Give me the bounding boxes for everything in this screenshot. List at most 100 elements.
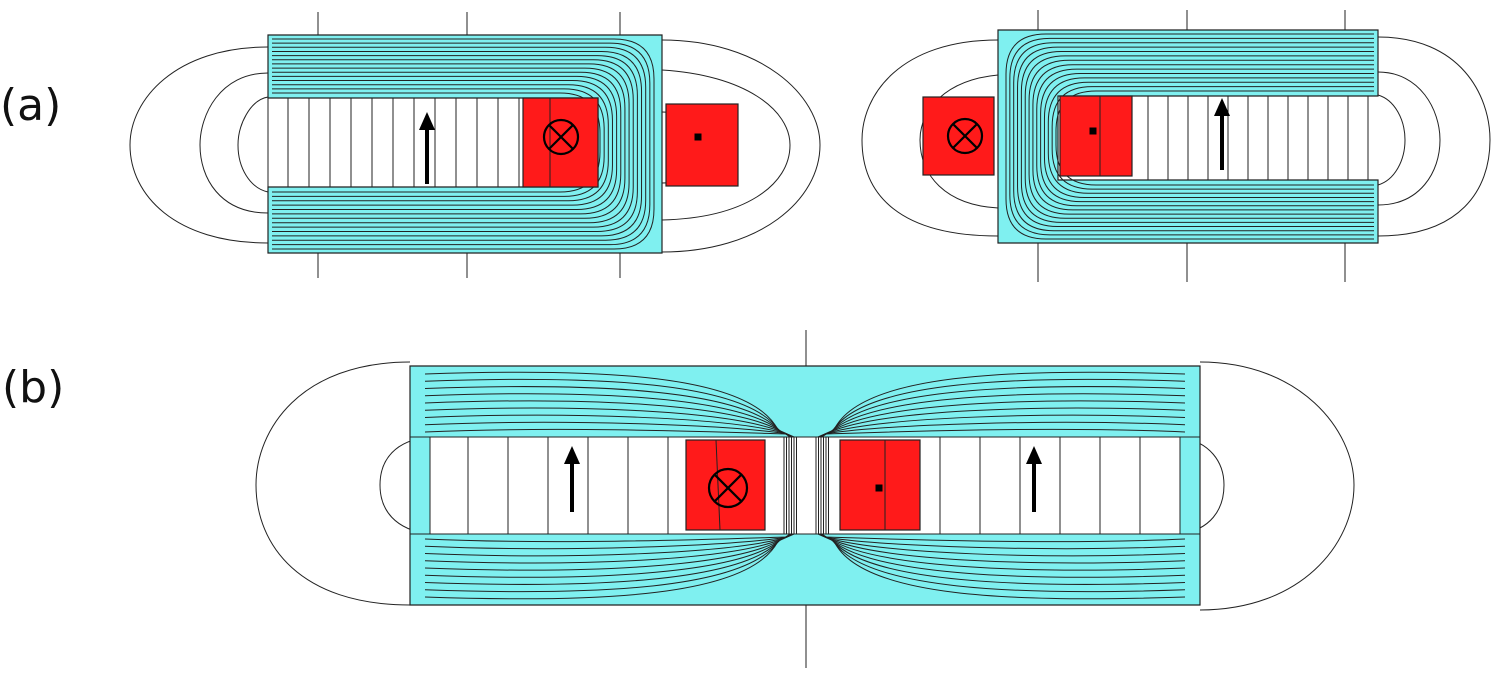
- coil-right-inner: [1059, 95, 1133, 177]
- field-line: [424, 414, 792, 438]
- field-line: [424, 533, 794, 585]
- cross-circle-ring: [707, 467, 749, 509]
- field-line: [1047, 81, 1374, 194]
- field-line: [424, 533, 795, 600]
- field-line: [1051, 86, 1374, 190]
- field-line: [272, 88, 605, 197]
- arrow-head: [564, 446, 580, 464]
- field-line: [272, 42, 651, 246]
- coil-field-line: [715, 439, 721, 531]
- field-line: [820, 414, 1186, 438]
- field-line: [1017, 46, 1374, 228]
- fringe-loop: [237, 96, 269, 193]
- field-line: [819, 533, 1186, 578]
- fringe-loop: [861, 39, 999, 237]
- panel-label-b: (b): [2, 362, 65, 413]
- field-line: [1013, 42, 1374, 232]
- cross-circle-icon: [542, 118, 580, 156]
- field-line: [424, 393, 793, 438]
- field-line: [1043, 77, 1374, 198]
- panel-b: [255, 330, 1355, 668]
- field-line: [272, 75, 618, 211]
- field-line: [820, 533, 1186, 564]
- field-line: [272, 55, 638, 232]
- field-line: [424, 533, 794, 593]
- dot-icon: [1089, 127, 1097, 135]
- magnetic-core-right: [997, 29, 1379, 244]
- field-line: [819, 400, 1186, 438]
- fringe-loop: [1199, 361, 1355, 611]
- field-line: [819, 533, 1186, 571]
- field-line: [1055, 90, 1374, 186]
- field-line: [818, 533, 1186, 593]
- field-line: [818, 386, 1186, 438]
- fringe-loop: [379, 436, 431, 535]
- field-line: [272, 80, 613, 206]
- field-line: [424, 533, 792, 564]
- field-line: [821, 428, 1186, 438]
- field-line: [272, 84, 609, 202]
- cross-circle-ring: [946, 117, 984, 155]
- cross-circle-icon: [946, 117, 984, 155]
- fringe-loop: [661, 69, 791, 221]
- field-line: [424, 386, 794, 438]
- coil-left-outer: [665, 103, 739, 187]
- panel-a: [129, 10, 1491, 282]
- up-arrow-icon: [419, 112, 435, 184]
- field-line: [1028, 59, 1374, 215]
- air-gap-slot: [429, 436, 1181, 535]
- fringe-loop: [199, 72, 269, 214]
- field-line: [424, 533, 793, 578]
- field-line: [272, 50, 643, 237]
- field-line: [424, 428, 791, 438]
- fringe-loop: [1377, 36, 1491, 237]
- cross-line: [952, 123, 978, 149]
- cross-circle-ring: [542, 118, 580, 156]
- field-line: [424, 533, 791, 550]
- fringe-loop: [919, 74, 999, 209]
- arrow-head: [1214, 98, 1230, 116]
- field-line: [272, 92, 601, 193]
- field-line: [424, 533, 792, 557]
- dot-icon: [875, 484, 883, 492]
- field-line: [424, 407, 792, 438]
- field-line: [818, 533, 1186, 585]
- coil-left-inner: [522, 97, 599, 188]
- cross-line: [713, 473, 743, 503]
- field-line: [272, 46, 647, 241]
- up-arrow-icon: [1026, 446, 1042, 512]
- field-line: [424, 421, 791, 438]
- fringe-loop: [255, 361, 411, 606]
- cross-line: [548, 124, 574, 150]
- field-line: [272, 38, 655, 250]
- coil-right-outer: [922, 96, 995, 176]
- field-line: [424, 533, 793, 571]
- field-line: [1020, 51, 1374, 223]
- fringe-loop: [1377, 71, 1441, 206]
- fringe-loop: [661, 39, 821, 253]
- field-line: [424, 533, 791, 543]
- field-line: [818, 378, 1186, 438]
- field-line: [1024, 55, 1374, 219]
- field-line: [821, 533, 1186, 550]
- field-line: [424, 400, 793, 438]
- field-line: [820, 407, 1186, 438]
- field-line: [272, 63, 630, 224]
- field-line: [1032, 64, 1374, 211]
- arrow-head: [419, 112, 435, 130]
- cross-circle-icon: [707, 467, 749, 509]
- field-line: [1005, 33, 1374, 240]
- field-line: [272, 59, 634, 228]
- fringe-loop: [1179, 436, 1225, 535]
- field-line: [821, 421, 1186, 438]
- field-line: [817, 533, 1186, 600]
- dot-icon: [694, 133, 702, 141]
- field-line: [424, 371, 795, 438]
- up-arrow-icon: [1214, 98, 1230, 170]
- field-line: [817, 371, 1186, 438]
- field-line: [272, 67, 626, 219]
- up-arrow-icon: [564, 446, 580, 512]
- field-line: [819, 393, 1186, 438]
- field-line: [1040, 72, 1374, 203]
